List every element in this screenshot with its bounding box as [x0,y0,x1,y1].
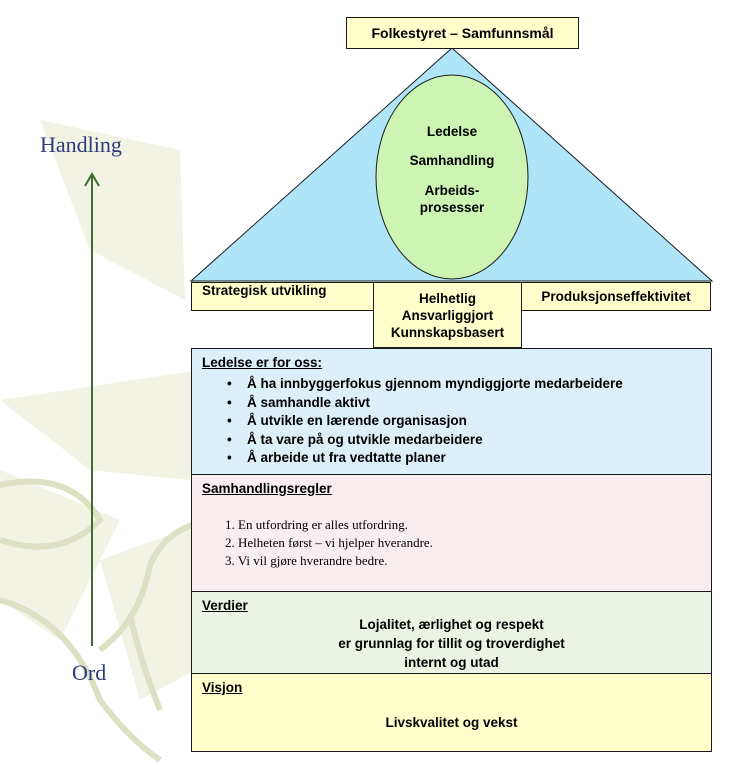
list-item: Å arbeide ut fra vedtatte planer [227,449,623,468]
section-ledelse: Ledelse er for oss: Å ha innbyggerfokus … [191,348,712,475]
section-visjon-title: Visjon [202,680,243,695]
ellipse-shape [375,74,529,280]
section-verdier-title: Verdier [202,598,248,613]
label-strategisk-text: Strategisk utvikling [202,283,327,298]
section-visjon: Visjon Livskvalitet og vekst [191,673,712,752]
verdier-text: Lojalitet, ærlighet og respekt er grunnl… [192,615,711,672]
label-produksjon-text: Produksjonseffektivitet [541,289,691,304]
section-verdier: Verdier Lojalitet, ærlighet og respekt e… [191,591,712,674]
list-item: 1. En utfordring er alles utfordring. [225,517,409,532]
axis-label-handling: Handling [40,132,122,157]
upward-arrow [84,172,100,646]
label-helhetlig: Helhetlig Ansvarliggjort Kunnskapsbasert [373,282,522,348]
list-item: 3. Vi vil gjøre hverandre bedre. [225,553,388,568]
ellipse-line-samhandling: Samhandling [409,153,495,168]
section-samhandlingsregler: Samhandlingsregler 1. En utfordring er a… [191,474,712,592]
ellipse-line-arbeids: Arbeids- [424,183,480,198]
label-strategisk-utvikling: Strategisk utvikling [191,282,374,311]
ledelse-list: Å ha innbyggerfokus gjennom myndiggjorte… [227,375,623,468]
verdier-line: Lojalitet, ærlighet og respekt [359,617,544,632]
visjon-text: Livskvalitet og vekst [385,715,518,730]
label-ansvarliggjort-line: Ansvarliggjort [401,307,494,323]
list-item: Å utvikle en lærende organisasjon [227,412,623,431]
verdier-line: internt og utad [404,655,499,670]
samhandling-list: 1. En utfordring er alles utfordring. 2.… [225,516,433,570]
title-box: Folkestyret – Samfunnsmål [346,17,579,49]
label-produksjonseffektivitet: Produksjonseffektivitet [521,282,711,311]
label-helhetlig-line: Helhetlig [418,290,476,306]
verdier-line: er grunnlag for tillit og troverdighet [338,636,565,651]
label-kunnskapsbasert-line: Kunnskapsbasert [390,324,505,340]
section-samhandling-title: Samhandlingsregler [202,481,332,496]
ellipse-line-prosesser: prosesser [419,200,485,215]
ellipse-text: Ledelse Samhandling Arbeids- prosesser [376,110,528,230]
list-item: 2. Helheten først – vi hjelper hverandre… [225,535,433,550]
ellipse-line-ledelse: Ledelse [426,124,478,139]
axis-label-ord: Ord [72,660,107,685]
list-item: Å samhandle aktivt [227,394,623,413]
title-text: Folkestyret – Samfunnsmål [371,25,554,41]
list-item: Å ha innbyggerfokus gjennom myndiggjorte… [227,375,623,394]
section-ledelse-title: Ledelse er for oss: [202,355,323,370]
list-item: Å ta vare på og utvikle medarbeidere [227,431,623,450]
